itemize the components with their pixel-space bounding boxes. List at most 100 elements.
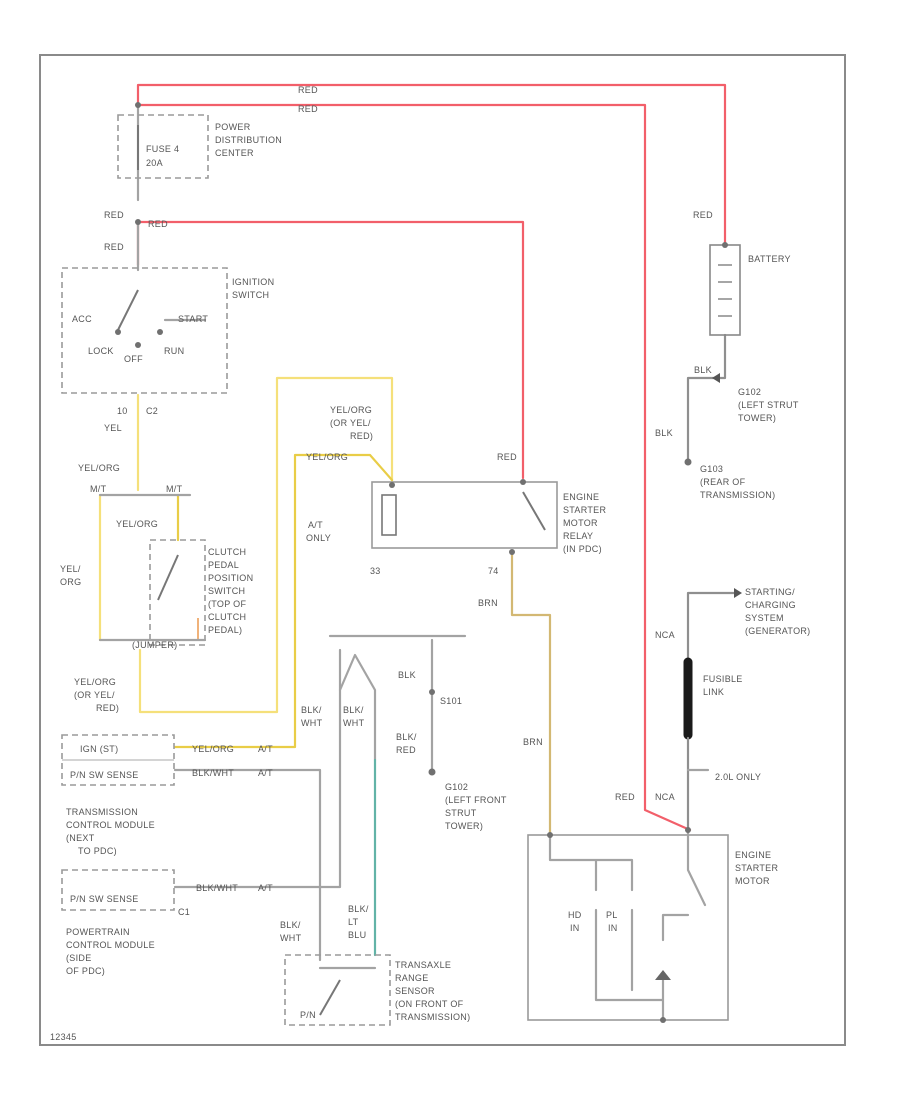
lbl-g102b-3: STRUT — [445, 808, 477, 818]
lbl-tcm-box1: IGN (ST) — [80, 744, 118, 754]
lbl-blk-batt: BLK — [694, 365, 712, 375]
lbl-yelorg-mid-3: RED) — [350, 431, 373, 441]
nca-wire-generator — [686, 591, 737, 662]
lbl-blk-lt-1: BLK/ — [348, 904, 369, 914]
lbl-mt2: M/T — [166, 484, 183, 494]
lbl-tcm-1: TRANSMISSION — [66, 807, 138, 817]
starter-ground — [660, 1017, 666, 1023]
lbl-red-left2: RED — [104, 242, 124, 252]
lbl-ign-run: RUN — [164, 346, 184, 356]
labels: RED RED POWER DISTRIBUTION CENTER FUSE 4… — [50, 85, 810, 1042]
lbl-pcm-1: POWERTRAIN — [66, 927, 130, 937]
lbl-clutch-1: CLUTCH — [208, 547, 246, 557]
lbl-pdc-3: CENTER — [215, 148, 254, 158]
lbl-hd-2: IN — [570, 923, 580, 933]
lbl-pdc-2: DISTRIBUTION — [215, 135, 282, 145]
lbl-tcm-4: TO PDC) — [78, 846, 117, 856]
lbl-at-only-1: A/T — [308, 520, 323, 530]
lbl-red-top2: RED — [298, 104, 318, 114]
lbl-brn: BRN — [478, 598, 498, 608]
lbl-blk-g101: BLK — [398, 670, 416, 680]
lbl-tcm-3: (NEXT — [66, 833, 95, 843]
lbl-blkwht-1: BLK/ — [301, 705, 322, 715]
lbl-tcm-wire2: BLK/WHT — [192, 768, 234, 778]
lbl-yel-org-2: YEL/ORG — [116, 519, 158, 529]
lbl-ign-1: IGNITION — [232, 277, 274, 287]
ignition-switch-arm — [117, 289, 139, 331]
lbl-yel: YEL — [104, 423, 122, 433]
lbl-s101: S101 — [440, 696, 462, 706]
lbl-blkwht-4: WHT — [343, 718, 365, 728]
lbl-pl-1: PL — [606, 910, 618, 920]
lbl-g102-2: (LEFT STRUT — [738, 400, 799, 410]
lbl-yel-org: YEL/ORG — [78, 463, 120, 473]
ground-g103 — [684, 458, 692, 466]
lbl-g102b-4: TOWER) — [445, 821, 483, 831]
yellow-wire-loop — [138, 376, 394, 714]
lbl-tcm-2: CONTROL MODULE — [66, 820, 155, 830]
lbl-yelorg-mid-2: (OR YEL/ — [330, 418, 371, 428]
lbl-pcm-3: (SIDE — [66, 953, 92, 963]
relay-pin-red — [520, 479, 526, 485]
lbl-g102-1: G102 — [738, 387, 761, 397]
lbl-esmr-5: (IN PDC) — [563, 544, 602, 554]
relay-pin-coil — [389, 482, 395, 488]
lbl-c1: C1 — [178, 907, 190, 917]
lbl-tcm-wire1b: A/T — [258, 744, 273, 754]
lbl-at-only-2: ONLY — [306, 533, 331, 543]
lbl-ign-off: OFF — [124, 354, 143, 364]
lbl-blk-vert: BLK — [655, 428, 673, 438]
lbl-esm-3: MOTOR — [735, 876, 770, 886]
diagram-border — [39, 54, 846, 1046]
battery-pos — [722, 242, 728, 248]
ignition-contact-acc — [115, 329, 121, 335]
lbl-pdc-1: POWER — [215, 122, 251, 132]
lbl-c2-num: 10 — [117, 406, 128, 416]
lbl-pcm-4: OF PDC) — [66, 966, 105, 976]
starter-internal — [548, 828, 707, 1022]
lbl-blk-lt-2: LT — [348, 917, 359, 927]
lbl-mt: M/T — [90, 484, 107, 494]
lbl-clutch-7: PEDAL) — [208, 625, 242, 635]
lbl-scsg-4: (GENERATOR) — [745, 626, 810, 636]
ignition-switch-box — [61, 267, 228, 394]
black-wire-battery-ground — [686, 333, 727, 462]
clutch-switch-arm — [157, 554, 179, 601]
starter-pin-red — [685, 827, 691, 833]
lbl-g103-1: G103 — [700, 464, 723, 474]
lbl-yelorg-or-2: (OR YEL/ — [74, 690, 115, 700]
lbl-esmr-4: RELAY — [563, 531, 593, 541]
lbl-pcm-wire-b: A/T — [258, 883, 273, 893]
lbl-tcm-wire1: YEL/ORG — [192, 744, 234, 754]
lbl-scsg-2: CHARGING — [745, 600, 796, 610]
lbl-fuse-1: FUSE 4 — [146, 144, 179, 154]
lbl-clutch-6: CLUTCH — [208, 612, 246, 622]
lbl-yel-left: YEL/ — [60, 564, 81, 574]
lbl-pl-2: IN — [608, 923, 618, 933]
lbl-battery: BATTERY — [748, 254, 791, 264]
lbl-clutch-4: SWITCH — [208, 586, 245, 596]
battery-box — [709, 244, 741, 336]
lbl-ign-lock: LOCK — [88, 346, 114, 356]
lbl-g103-3: TRANSMISSION) — [700, 490, 775, 500]
lbl-red-left1: RED — [104, 210, 124, 220]
lbl-nca: NCA — [655, 630, 675, 640]
lbl-fuse-2: 20A — [146, 158, 163, 168]
lbl-footer: 12345 — [50, 1032, 77, 1042]
lbl-trs-1: TRANSAXLE — [395, 960, 451, 970]
lbl-ign-start: START — [178, 314, 208, 324]
lbl-trs-pn: P/N — [300, 1010, 316, 1020]
blkwht-wire-b — [173, 653, 377, 889]
lbl-fusible-2: LINK — [703, 687, 724, 697]
lbl-clutch-jumper: (JUMPER) — [132, 640, 177, 650]
lbl-brn-2: BRN — [523, 737, 543, 747]
lbl-clutch-3: POSITION — [208, 573, 253, 583]
starter-motor-box — [527, 834, 729, 1021]
lbl-c2: C2 — [146, 406, 158, 416]
red-wire-battery-feed — [136, 83, 727, 247]
lbl-scsg-1: STARTING/ — [745, 587, 795, 597]
lbl-red-starter: RED — [615, 792, 635, 802]
starter-pin-brn — [547, 832, 553, 838]
lbl-yelorg-or-3: RED) — [96, 703, 119, 713]
